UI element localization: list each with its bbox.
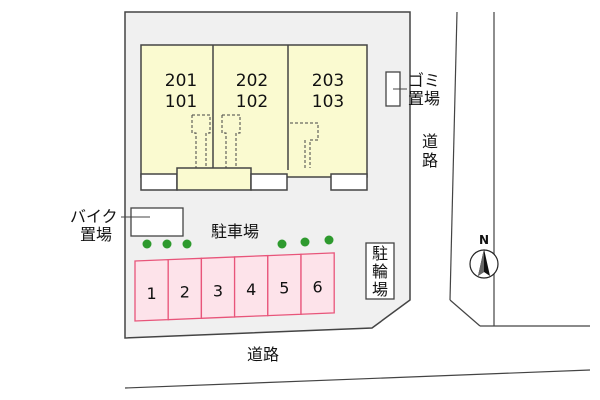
north-label: N xyxy=(479,233,489,247)
road-south-edge xyxy=(124,369,591,389)
building-step xyxy=(330,173,368,191)
building-body xyxy=(140,44,368,178)
parking-slot-number: 1 xyxy=(147,284,157,303)
unit-number-upper: 202 xyxy=(236,71,268,91)
tree-icon xyxy=(142,239,152,249)
tree-icon xyxy=(182,239,192,249)
unit-number-lower: 103 xyxy=(312,92,344,112)
building-step xyxy=(250,173,288,191)
parking-slot-number: 6 xyxy=(313,277,323,296)
bicycle-parking-label: 場 xyxy=(372,280,388,299)
compass-needle-half xyxy=(478,249,484,276)
bike-parking-label: バイク xyxy=(70,207,118,226)
unit-number-lower: 102 xyxy=(236,92,268,112)
parking-slot-number: 3 xyxy=(213,281,223,300)
road-east-label: 道 xyxy=(422,132,438,151)
bicycle-parking-box xyxy=(365,242,395,300)
bicycle-parking-label: 輪 xyxy=(372,262,388,281)
road-east-label: 路 xyxy=(422,151,438,170)
bike-parking-label: 置場 xyxy=(80,225,112,244)
parking-slot-number: 4 xyxy=(246,280,256,299)
stair-outline xyxy=(290,122,319,168)
stair-outline xyxy=(191,114,211,168)
bike-parking-box xyxy=(130,207,184,237)
road-south-label: 道路 xyxy=(247,345,279,364)
unit-number-upper: 203 xyxy=(312,71,344,91)
parking-slot-number: 5 xyxy=(279,279,289,298)
parking-lot-label: 駐車場 xyxy=(211,222,259,241)
stair-outline xyxy=(221,114,241,168)
tree-icon xyxy=(162,239,172,249)
north-arrow-icon: N xyxy=(469,233,499,279)
parking-slots: 1 2 3 4 5 6 xyxy=(134,252,335,322)
garbage-area-label: ゴミ xyxy=(408,71,440,90)
building-entrance-wing xyxy=(176,167,252,191)
road-east-edge-lower xyxy=(449,299,481,327)
tree-icon xyxy=(277,239,287,249)
unit-number-upper: 201 xyxy=(165,71,197,91)
garbage-area-label: 置場 xyxy=(408,89,440,108)
apartment-building: 201 101 202 102 203 103 xyxy=(140,44,368,191)
building-step xyxy=(140,173,178,191)
trees xyxy=(142,235,334,249)
bicycle-parking-label: 駐 xyxy=(372,244,388,263)
tree-icon xyxy=(300,237,310,247)
tree-icon xyxy=(324,235,334,245)
parking-slot-number: 2 xyxy=(180,283,190,302)
road-east-edge-left xyxy=(449,11,458,301)
parking-slot xyxy=(300,252,335,315)
unit-number-lower: 101 xyxy=(165,92,197,112)
